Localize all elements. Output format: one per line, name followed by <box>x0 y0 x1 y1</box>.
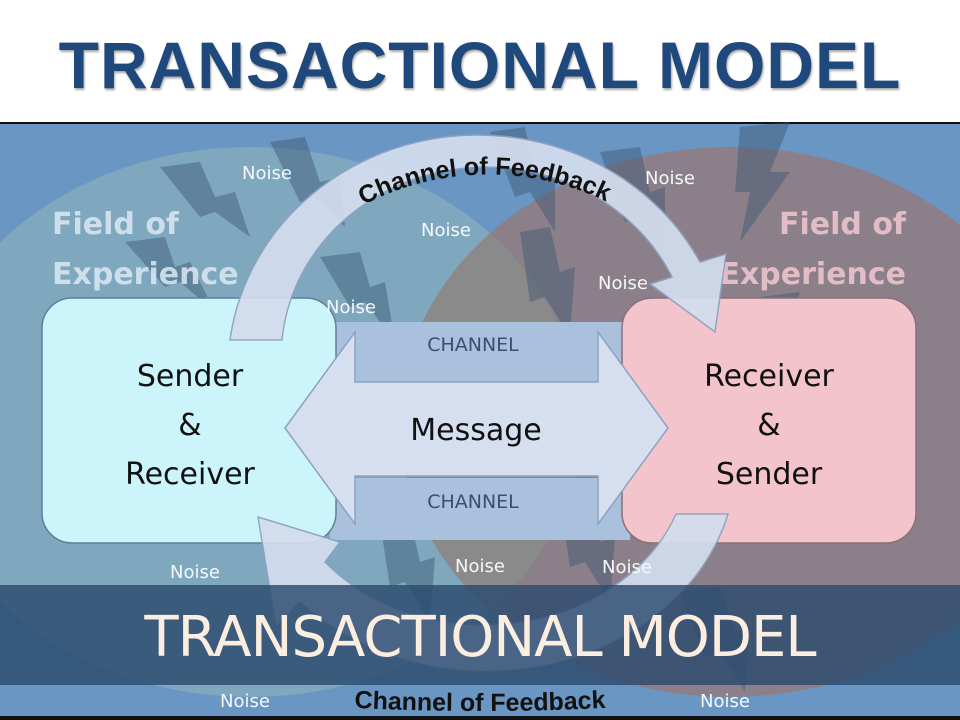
noise-label: Noise <box>220 691 270 712</box>
feedback-bottom-label: Channel of Feedback <box>354 686 606 717</box>
feedback-arc-top <box>229 134 727 341</box>
noise-label: Noise <box>242 163 292 184</box>
bottom-edge <box>0 716 960 720</box>
channel-top-band <box>330 322 630 382</box>
sender-line1: Sender <box>137 359 244 394</box>
message-arrow <box>284 329 669 527</box>
right-field-line2: Experience <box>719 257 906 292</box>
noise-label: Noise <box>326 297 376 318</box>
left-field-line1: Field of <box>52 207 180 242</box>
right-field-line1: Field of <box>779 207 907 242</box>
header: TRANSACTIONAL MODEL <box>0 0 960 122</box>
sender-line3: Receiver <box>125 457 255 492</box>
receiver-line3: Sender <box>716 457 823 492</box>
noise-label: Noise <box>645 168 695 189</box>
noise-label: Noise <box>598 273 648 294</box>
banner-title: TRANSACTIONAL MODEL <box>143 605 816 670</box>
title-banner <box>0 585 960 685</box>
channel-bottom-band <box>330 478 630 540</box>
receiver-line2: & <box>757 408 780 443</box>
left-field-line2: Experience <box>52 257 239 292</box>
noise-label: Noise <box>455 556 505 577</box>
sender-line2: & <box>178 408 201 443</box>
noise-label: Noise <box>170 562 220 583</box>
receiver-line1: Receiver <box>704 359 834 394</box>
page-title: TRANSACTIONAL MODEL <box>58 28 902 102</box>
transactional-model-diagram: Field of Experience Field of Experience … <box>0 122 960 720</box>
noise-label: Noise <box>421 220 471 241</box>
channel-top-label: CHANNEL <box>427 334 519 356</box>
noise-label: Noise <box>602 557 652 578</box>
noise-label: Noise <box>700 691 750 712</box>
channel-bottom-label: CHANNEL <box>427 491 519 513</box>
message-label: Message <box>410 413 541 448</box>
